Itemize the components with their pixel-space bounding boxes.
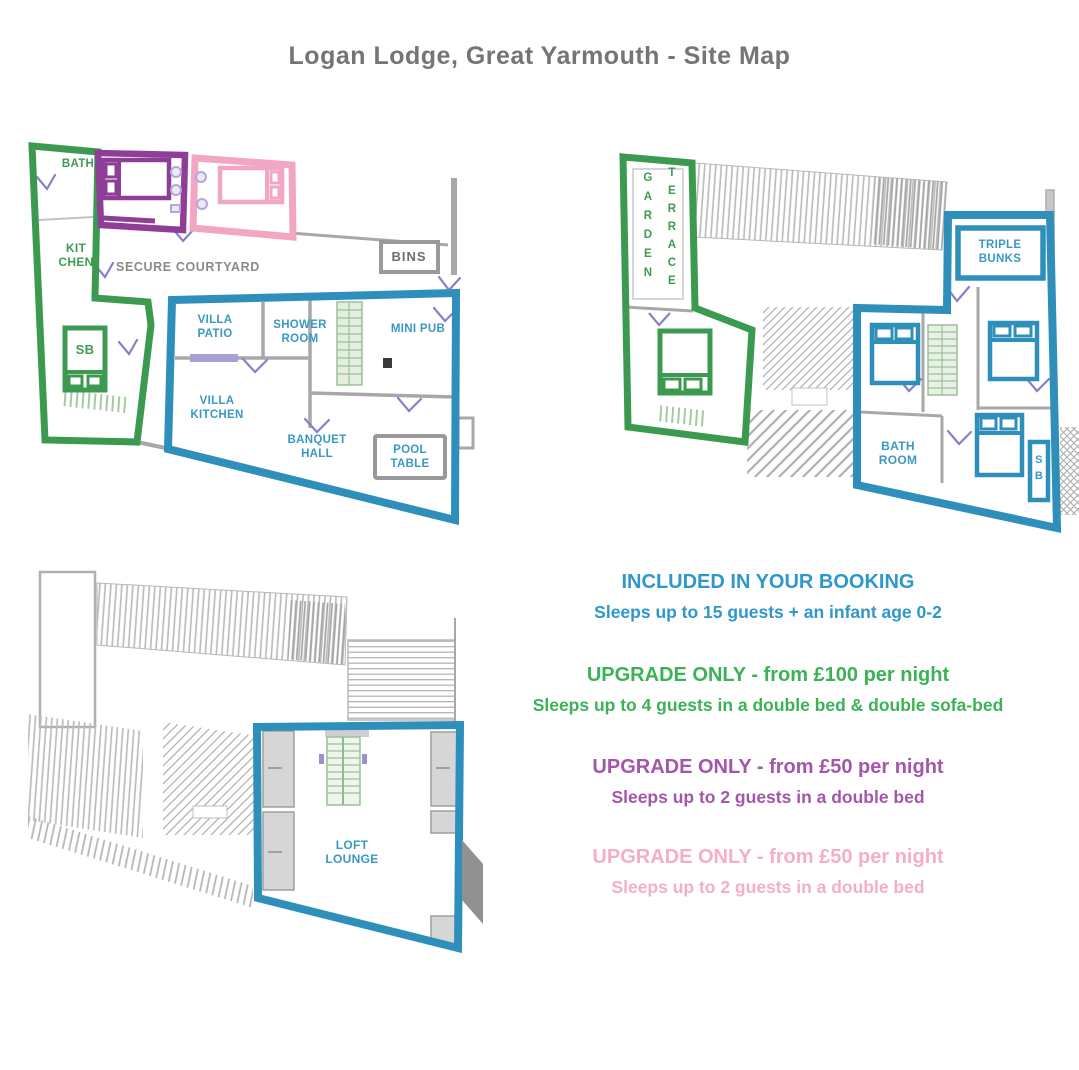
room-label-sofa-bed: SB <box>75 342 95 357</box>
legend-upgrade-green: UPGRADE ONLY - from £100 per night Sleep… <box>478 663 1058 717</box>
room-label-mini-pub: MINI PUB <box>390 323 446 335</box>
bedrooms-zone-outline <box>853 211 1062 533</box>
loft-lounge-zone <box>252 720 465 954</box>
bins-box <box>379 240 440 274</box>
room-label-bath-room: BATH ROOM <box>878 439 918 468</box>
loft-closets <box>262 730 459 945</box>
pool-table-box <box>373 434 447 480</box>
loft-plan: LOFT LOUNGE <box>22 556 504 988</box>
loft-lounge-outline <box>252 720 465 954</box>
legend-included-detail: Sleeps up to 15 guests + an infant age 0… <box>594 602 942 622</box>
patio-window <box>190 354 238 362</box>
pink-room <box>189 154 297 241</box>
room-label-garden: GARDEN <box>643 172 653 279</box>
legend-upgrade-purple-heading: UPGRADE ONLY - from £50 per night <box>592 756 944 778</box>
room-label-shower-room: SHOWER ROOM <box>273 319 327 345</box>
triple-bunks-box <box>955 225 1046 281</box>
stair-head <box>325 728 369 737</box>
legend-upgrade-green-detail: Sleeps up to 4 guests in a double bed & … <box>532 695 1004 715</box>
ensuite-fixtures-2 <box>195 171 208 210</box>
page-title: Logan Lodge, Great Yarmouth - Site Map <box>288 42 791 70</box>
legend-upgrade-green-heading: UPGRADE ONLY - from £100 per night <box>586 664 950 686</box>
legend-upgrade-pink: UPGRADE ONLY - from £50 per night Sleeps… <box>478 845 1058 899</box>
first-floor-plan: GARDEN TERRACE TRIPLE BUNKS BATH ROOM SB <box>605 135 1079 550</box>
first-floor-roof <box>693 162 1079 515</box>
legend-included: INCLUDED IN YOUR BOOKING Sleeps up to 15… <box>478 570 1058 624</box>
stair-door-mark <box>319 754 324 764</box>
room-label-banquet-hall: BANQUET HALL <box>287 434 347 460</box>
villa-zone-outline <box>163 288 461 526</box>
room-label-courtyard: SECURE COURTYARD <box>116 260 260 274</box>
room-label-pool-table: POOL TABLE <box>390 444 430 470</box>
chimney-shape <box>462 840 483 924</box>
loft-drawing <box>28 570 483 954</box>
bedrooms-zone <box>853 211 1062 533</box>
green-double-bed <box>657 328 713 396</box>
ground-floor-drawing <box>28 142 475 526</box>
room-label-sofa-bed-2: SB <box>1034 454 1044 482</box>
green-sofa-bed <box>62 325 108 393</box>
loft-stairs <box>326 736 361 806</box>
loft-roof <box>28 570 456 908</box>
blue-beds <box>869 320 1040 478</box>
room-label-triple-bunks: TRIPLE BUNKS <box>978 239 1022 265</box>
sofa-bed-box <box>1027 439 1051 503</box>
ground-stairs <box>336 301 363 386</box>
legend-upgrade-pink-heading: UPGRADE ONLY - from £50 per night <box>592 846 944 868</box>
legend-included-heading: INCLUDED IN YOUR BOOKING <box>621 571 915 593</box>
legend-upgrade-pink-detail: Sleeps up to 2 guests in a double bed <box>611 877 925 897</box>
legend-upgrade-purple-detail: Sleeps up to 2 guests in a double bed <box>611 787 925 807</box>
garden-terrace-outline <box>619 153 756 446</box>
ground-floor-plan: BATH KIT CHEN SB SECURE COURTYARD BINS V… <box>15 125 480 550</box>
stair-door-mark-2 <box>362 754 367 764</box>
garden-terrace-zone <box>619 153 756 446</box>
room-label-terrace: TERRACE <box>667 167 677 287</box>
mini-pub-fixture <box>383 358 392 368</box>
room-label-kitchen: KIT CHEN <box>58 241 94 270</box>
first-floor-stairs <box>927 324 958 396</box>
room-label-bins: BINS <box>391 249 427 264</box>
room-label-villa-patio: VILLA PATIO <box>197 314 233 340</box>
purple-room <box>94 149 189 234</box>
first-floor-drawing <box>619 153 1079 533</box>
ensuite-fixtures <box>170 166 182 213</box>
door-marks <box>35 173 462 434</box>
legend-upgrade-purple: UPGRADE ONLY - from £50 per night Sleeps… <box>478 755 1058 809</box>
room-label-villa-kitchen: VILLA KITCHEN <box>190 395 244 421</box>
room-label-bath: BATH <box>61 158 95 170</box>
room-label-loft-lounge: LOFT LOUNGE <box>325 838 379 867</box>
